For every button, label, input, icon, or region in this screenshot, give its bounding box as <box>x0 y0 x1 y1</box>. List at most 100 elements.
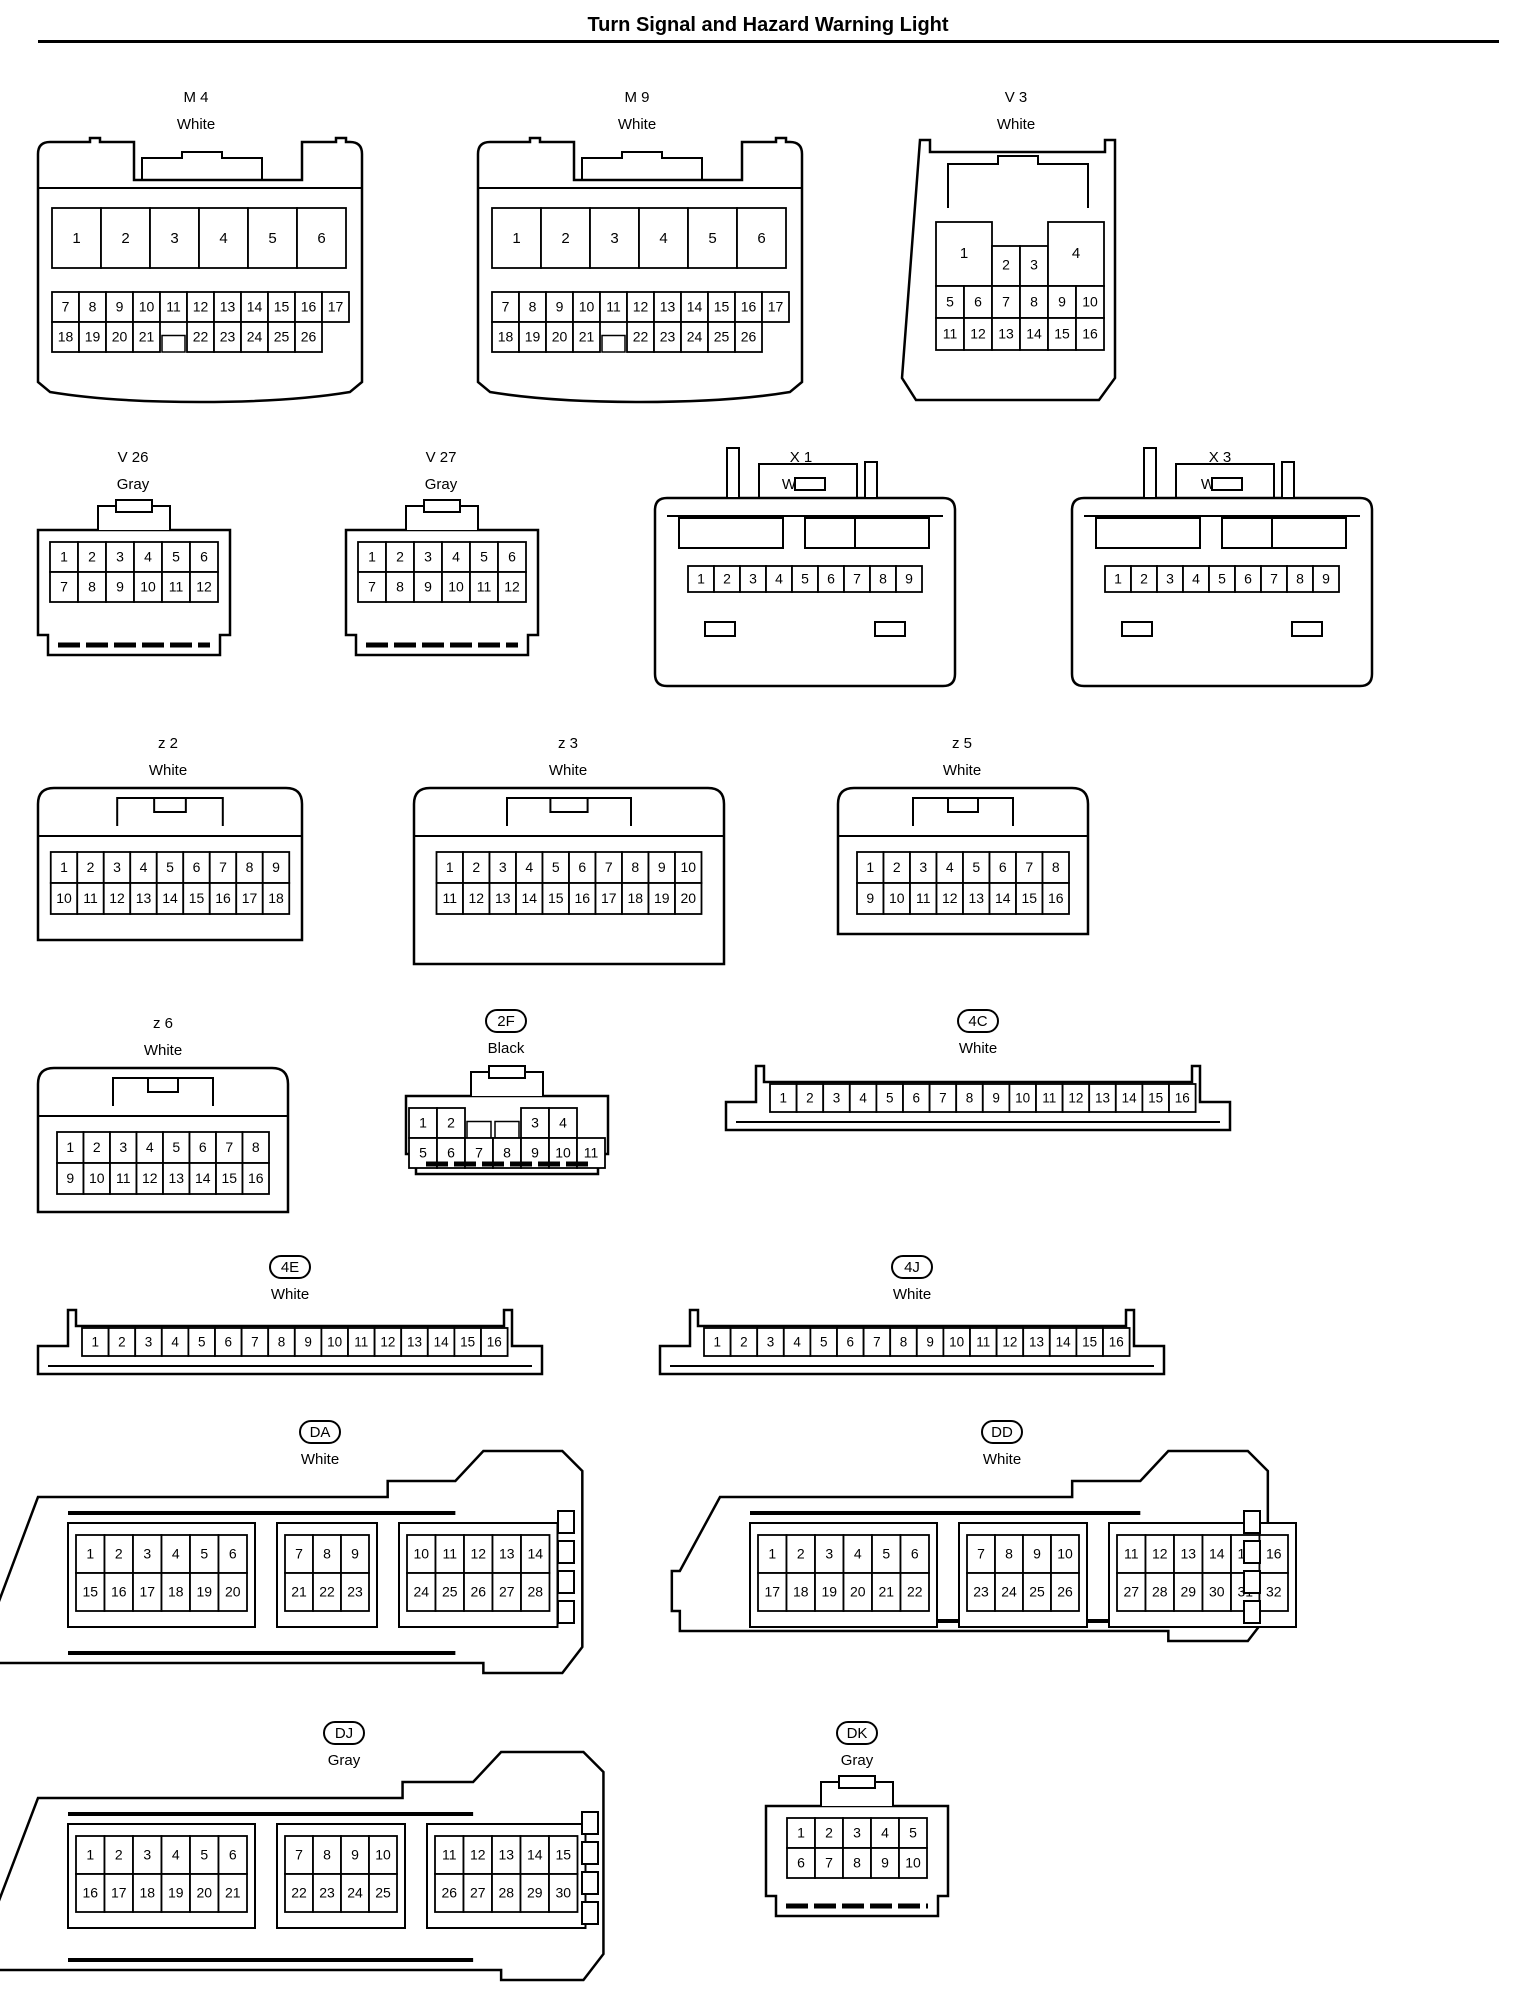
connector-color: White <box>149 762 187 779</box>
pin-number: 5 <box>972 859 980 875</box>
pin-number: 23 <box>319 1885 335 1901</box>
pin-number: 17 <box>242 890 258 906</box>
pin-cell <box>491 1873 522 1913</box>
window <box>1271 517 1347 549</box>
pin-number: 7 <box>1002 294 1010 310</box>
side-latch <box>557 1540 575 1564</box>
pin-number: 3 <box>143 1546 151 1562</box>
pin-number: 15 <box>82 1584 98 1600</box>
key-slot <box>494 1120 520 1139</box>
pin-cell <box>599 291 628 323</box>
pin-cell <box>294 321 323 353</box>
pin-cell <box>761 291 790 323</box>
pin-number: 1 <box>86 1546 94 1562</box>
pin-number: 22 <box>633 329 649 345</box>
connector-id: X 3 <box>1209 449 1232 466</box>
pin-number: 14 <box>434 1335 450 1350</box>
pin-number: 9 <box>881 1855 889 1871</box>
pin-cell <box>621 851 650 884</box>
connector-id: DD <box>991 1424 1013 1441</box>
connector-id: 4C <box>968 1013 987 1030</box>
pin-number: 2 <box>115 1847 123 1863</box>
pin-number: 2 <box>806 1091 814 1106</box>
pin-number: 14 <box>527 1546 543 1562</box>
pin-number: 11 <box>584 1145 599 1161</box>
pin-cell <box>491 207 542 269</box>
pin-number: 4 <box>859 1091 867 1106</box>
pin-number: 5 <box>552 859 560 875</box>
pin-number: 3 <box>749 571 757 587</box>
pin-number: 5 <box>909 1825 917 1841</box>
pin-number: 14 <box>1209 1546 1225 1562</box>
pin-number: 21 <box>139 329 155 345</box>
pin-cell <box>869 565 897 593</box>
pin-number: 18 <box>168 1584 184 1600</box>
pin-cell <box>462 882 491 915</box>
pin-number: 9 <box>351 1847 359 1863</box>
pin-cell <box>540 207 591 269</box>
pin-number: 12 <box>470 1546 486 1562</box>
pin-number: 5 <box>172 1139 180 1155</box>
pin-number: 1 <box>60 859 68 875</box>
connector-color: Gray <box>425 476 458 493</box>
pin-number: 13 <box>1029 1335 1044 1350</box>
pin-cell <box>707 291 736 323</box>
pin-cell <box>895 565 923 593</box>
pin-number: 7 <box>62 299 70 315</box>
pin-number: 26 <box>301 329 317 345</box>
connector-color: Gray <box>841 1752 874 1769</box>
pin-number: 5 <box>198 1335 206 1350</box>
pin-number: 18 <box>793 1584 809 1600</box>
pin-cell <box>674 882 703 915</box>
pin-cell <box>1061 1083 1091 1113</box>
connector-id: z 3 <box>558 735 578 752</box>
pin-cell <box>49 541 79 573</box>
latch <box>581 151 703 180</box>
pin-cell <box>1022 1327 1051 1357</box>
pin-cell <box>1041 882 1070 915</box>
pin-number: 28 <box>527 1584 543 1600</box>
pin-cell <box>133 571 163 603</box>
pin-number: 1 <box>1114 571 1122 587</box>
pin-number: 16 <box>1109 1335 1124 1350</box>
pin-number: 6 <box>578 859 586 875</box>
side-latch <box>581 1811 599 1835</box>
pin-cell <box>284 1873 314 1913</box>
pin-cell <box>519 1873 550 1913</box>
pin-number: 2 <box>723 571 731 587</box>
pin-cell <box>213 321 242 353</box>
pin-number: 28 <box>498 1885 514 1901</box>
pin-number: 23 <box>220 329 236 345</box>
pin-cell <box>1114 1083 1144 1113</box>
connector-color: White <box>983 1451 1021 1468</box>
pin-cell <box>241 1162 270 1195</box>
latch-tab <box>147 1077 179 1093</box>
pin-number: 5 <box>268 230 276 247</box>
pin-number: 3 <box>853 1825 861 1841</box>
pin-cell <box>1182 565 1210 593</box>
pin-number: 6 <box>447 1145 455 1161</box>
pin-number: 9 <box>424 579 432 595</box>
pin-cell <box>899 1534 930 1574</box>
pin-number: 12 <box>1068 1091 1083 1106</box>
pin-number: 30 <box>1209 1584 1225 1600</box>
pin-number: 17 <box>328 299 344 315</box>
pin-cell <box>995 1327 1025 1357</box>
pin-cell <box>189 1534 220 1574</box>
pin-number: 16 <box>82 1885 98 1901</box>
pin-cell <box>189 1873 220 1913</box>
pin-cell <box>515 851 544 884</box>
pin-cell <box>75 1572 106 1612</box>
connector-color: Black <box>488 1040 525 1057</box>
pin-cell <box>548 1873 579 1913</box>
pin-number: 15 <box>221 1170 237 1186</box>
connector-color: White <box>549 762 587 779</box>
pin-number: 2 <box>797 1546 805 1562</box>
connector-id: DA <box>310 1424 331 1441</box>
pin-number: 24 <box>247 329 263 345</box>
pin-number: 32 <box>1266 1584 1282 1600</box>
pin-cell <box>871 1572 902 1612</box>
